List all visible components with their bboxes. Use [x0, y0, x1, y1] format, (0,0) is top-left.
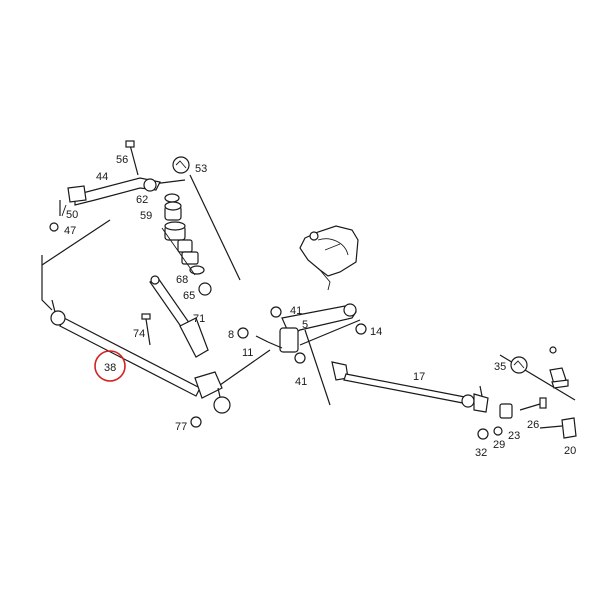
callout-56: 56 [116, 154, 128, 166]
callout-59: 59 [140, 210, 152, 222]
steering-damper [149, 275, 209, 358]
callout-38: 38 [104, 362, 116, 374]
callout-53: 53 [195, 163, 207, 175]
pitman-arm-assembly [61, 140, 161, 217]
center-tie-rod [50, 299, 231, 428]
highlight-ring [94, 350, 126, 382]
callout-65: 65 [183, 290, 195, 302]
right-hardware [477, 346, 577, 440]
callout-23: 23 [508, 430, 520, 442]
callout-41-top: 41 [290, 305, 302, 317]
callout-5: 5 [302, 319, 308, 331]
bushing-stack [161, 156, 212, 296]
callout-29: 29 [493, 439, 505, 451]
callout-77: 77 [175, 421, 187, 433]
callout-20: 20 [564, 445, 576, 457]
callout-26: 26 [527, 419, 539, 431]
callout-47: 47 [64, 225, 76, 237]
idler-arm [237, 303, 367, 364]
callout-71: 71 [193, 313, 205, 325]
callout-35: 35 [494, 361, 506, 373]
callout-62: 62 [136, 194, 148, 206]
leader-lines [41, 174, 576, 406]
callout-44: 44 [96, 171, 108, 183]
callout-68: 68 [176, 274, 188, 286]
callout-50: 50 [66, 209, 78, 221]
callout-11: 11 [242, 347, 253, 359]
callout-74: 74 [133, 328, 145, 340]
callout-14: 14 [370, 326, 382, 338]
right-tie-rod [331, 361, 489, 413]
bolt-50-47 [49, 200, 61, 232]
callout-labels: 56 53 44 62 59 50 47 68 65 71 74 41 5 8 … [64, 154, 576, 459]
callout-32: 32 [475, 447, 487, 459]
bolt-74 [141, 313, 151, 346]
steering-gearbox [299, 225, 359, 291]
callout-17: 17 [413, 371, 425, 383]
callout-8: 8 [228, 329, 234, 341]
callout-41-bottom: 41 [295, 376, 307, 388]
